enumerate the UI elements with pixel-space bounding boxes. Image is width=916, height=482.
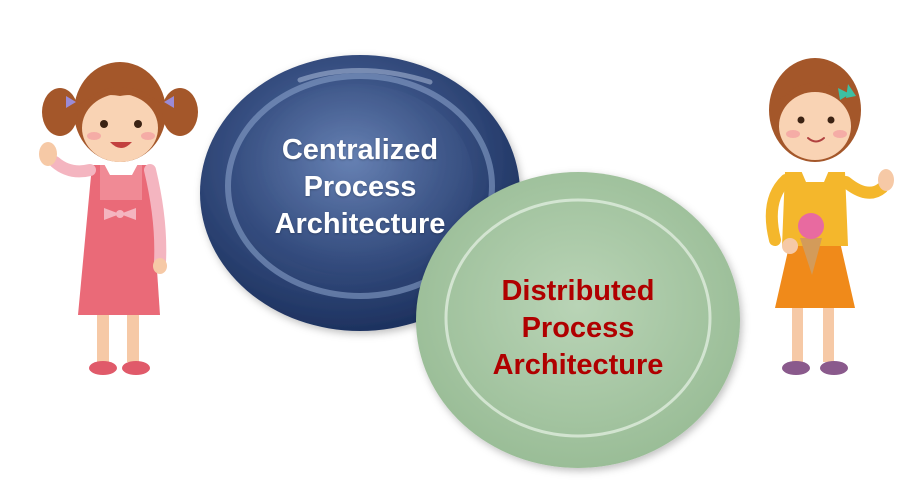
left-girl-illustration [39, 62, 198, 375]
distributed-line-2: Process [521, 312, 635, 344]
distributed-label: Distributed Process Architecture [458, 273, 698, 384]
distributed-line-3: Architecture [492, 349, 664, 381]
centralized-label: Centralized Process Architecture [240, 132, 480, 243]
centralized-line-1: Centralized [281, 134, 439, 166]
distributed-line-1: Distributed [501, 275, 655, 307]
centralized-line-2: Process [303, 171, 417, 203]
centralized-line-3: Architecture [274, 208, 446, 240]
centralized-circle [200, 55, 520, 331]
right-girl-illustration [765, 58, 894, 375]
distributed-circle [416, 172, 740, 468]
